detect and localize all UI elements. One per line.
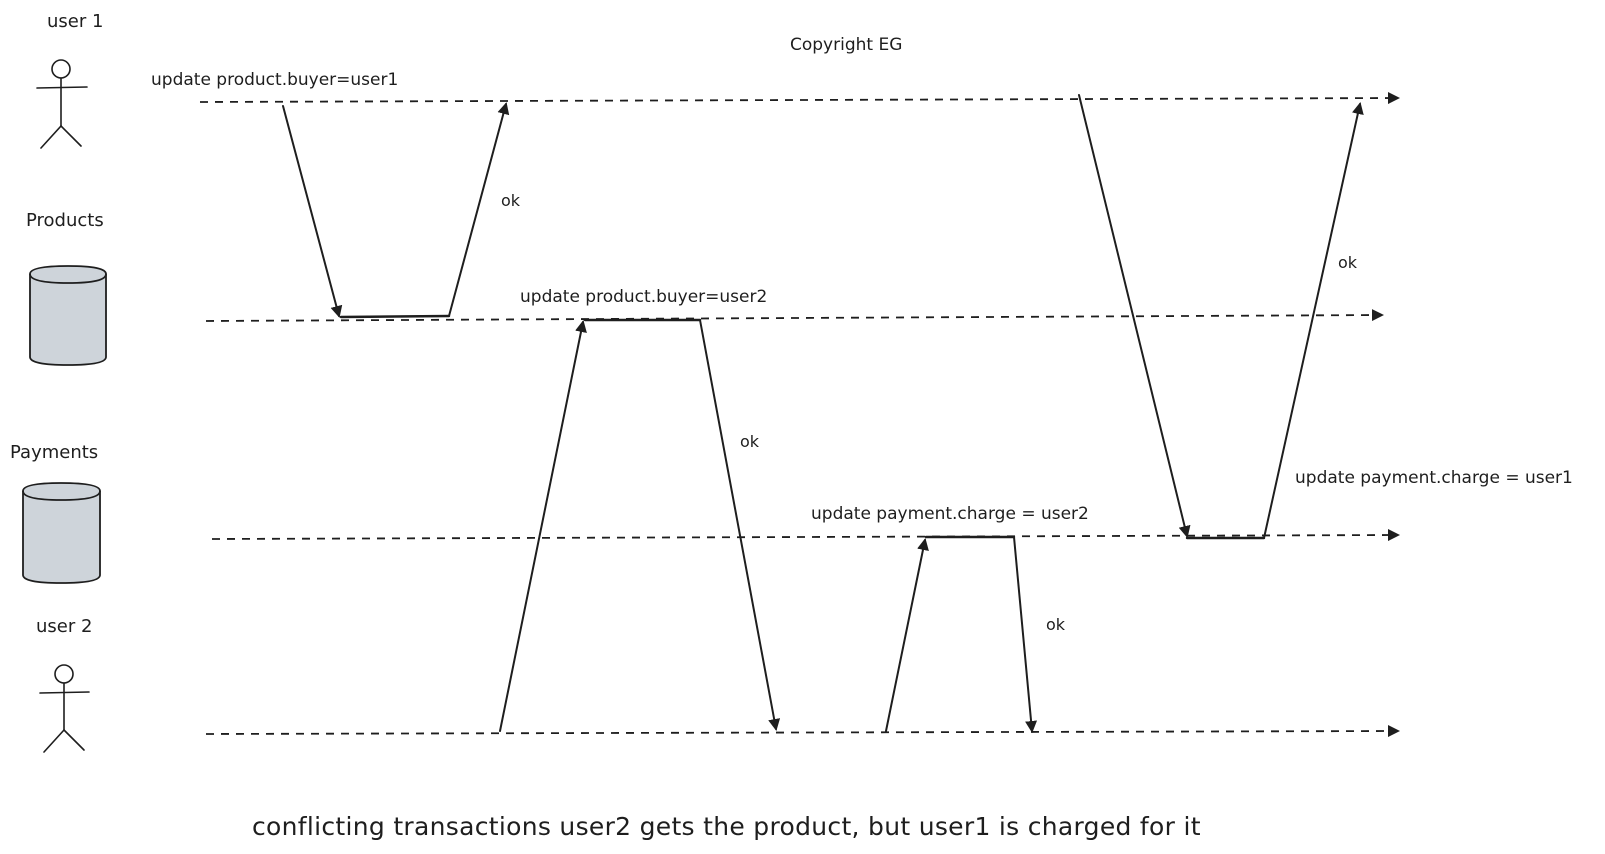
- message-label-update-charge-user1: update payment.charge = user1: [1295, 468, 1573, 488]
- arrow-payments-to-user2-ok: [1013, 536, 1038, 733]
- products-database-icon: [29, 265, 107, 366]
- message-label-update-buyer-user1: update product.buyer=user1: [151, 70, 399, 90]
- arrow-payments-to-user1-ok: [1263, 102, 1364, 539]
- products-lifeline: [205, 309, 1384, 322]
- user1-stick-figure-icon: [36, 59, 88, 149]
- payments-database-icon: [22, 482, 101, 584]
- arrow-products-to-user1-ok: [448, 102, 510, 317]
- arrow-products-to-user2-ok: [699, 319, 781, 731]
- actor-label-user2: user 2: [36, 616, 93, 637]
- payments-lifeline: [211, 529, 1400, 542]
- actor-label-payments: Payments: [10, 442, 99, 463]
- ok-label-payments-to-user1: ok: [1338, 253, 1358, 272]
- user2-lifeline: [205, 725, 1400, 738]
- user2-stick-figure-icon: [39, 664, 90, 753]
- actor-label-user1: user 1: [47, 11, 104, 32]
- products-processing-bar-user1: [339, 314, 451, 319]
- ok-label-payments-to-user2: ok: [1046, 615, 1066, 634]
- diagram-caption: conflicting transactions user2 gets the …: [252, 812, 1201, 841]
- copyright-label: Copyright EG: [790, 35, 903, 55]
- arrow-user2-to-payments-charge: [885, 538, 929, 732]
- arrow-user1-to-products-update: [282, 105, 343, 318]
- ok-label-products-to-user2: ok: [740, 432, 760, 451]
- message-label-update-buyer-user2: update product.buyer=user2: [520, 287, 768, 307]
- actor-label-products: Products: [26, 210, 104, 231]
- arrow-user1-to-payments-charge: [1078, 94, 1191, 538]
- user1-lifeline: [199, 92, 1400, 105]
- ok-label-products-to-user1: ok: [501, 191, 521, 210]
- arrow-user2-to-products-update: [499, 320, 587, 732]
- message-label-update-charge-user2: update payment.charge = user2: [811, 504, 1089, 524]
